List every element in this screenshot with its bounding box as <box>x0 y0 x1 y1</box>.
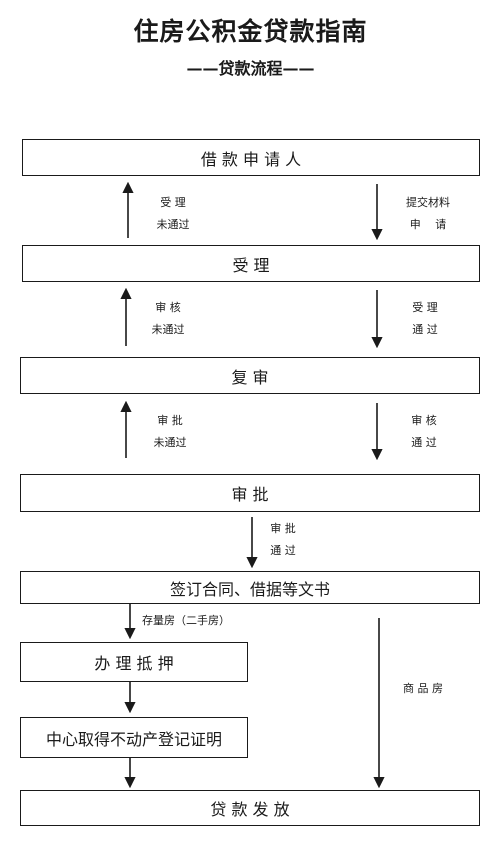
node-applicant: 借 款 申 请 人 <box>22 139 480 176</box>
label-line: 受 理 <box>412 301 438 314</box>
label-accept-pass: 受 理 通 过 <box>400 297 450 341</box>
label-line: 未通过 <box>151 323 185 336</box>
node-contract: 签订合同、借据等文书 <box>20 571 480 604</box>
label-submit-application: 提交材料 申 请 <box>398 192 458 236</box>
label-approve-pass: 审 批 通 过 <box>258 518 308 562</box>
label-line: 审 批 <box>157 414 183 427</box>
label-line: 受 理 <box>160 196 186 209</box>
label-review-pass: 审 核 通 过 <box>399 410 449 454</box>
label-approve-fail: 审 批 未通过 <box>145 410 195 454</box>
label-line: 审 核 <box>411 414 437 427</box>
label-line: 审 核 <box>155 301 181 314</box>
label-line: 通 过 <box>412 323 438 336</box>
node-accept: 受 理 <box>22 245 480 282</box>
label-line: 未通过 <box>156 218 190 231</box>
node-certificate: 中心取得不动产登记证明 <box>20 717 248 758</box>
label-not-accepted: 受 理 未通过 <box>148 192 198 236</box>
label-existing-house: 存量房（二手房） <box>142 614 230 627</box>
label-line: 通 过 <box>270 544 296 557</box>
node-review: 复 审 <box>20 357 480 394</box>
label-review-fail: 审 核 未通过 <box>143 297 193 341</box>
label-line: 未通过 <box>153 436 187 449</box>
label-line: 通 过 <box>411 436 437 449</box>
page-title: 住房公积金贷款指南 <box>133 17 368 46</box>
node-disburse: 贷 款 发 放 <box>20 790 480 826</box>
label-commercial-house: 商 品 房 <box>403 682 443 695</box>
label-line: 提交材料 <box>406 196 450 209</box>
node-mortgage: 办 理 抵 押 <box>20 642 248 682</box>
node-approve: 审 批 <box>20 474 480 512</box>
page-subtitle: ——贷款流程—— <box>186 59 315 78</box>
label-line: 审 批 <box>270 522 296 535</box>
label-line: 申 请 <box>409 218 447 231</box>
